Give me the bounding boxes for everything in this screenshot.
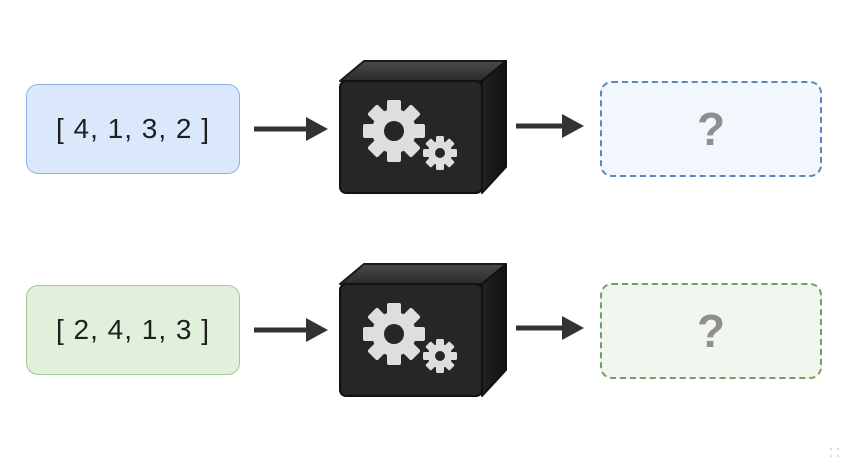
output-unknown-box-2: ? [600, 283, 822, 379]
resize-grip-icon [830, 448, 839, 457]
input-array-text-1: [ 4, 1, 3, 2 ] [55, 113, 211, 144]
black-box-gear-icon [339, 263, 507, 397]
question-mark-2: ? [696, 305, 726, 357]
input-array-box-2: [ 2, 4, 1, 3 ] [26, 285, 240, 375]
question-mark-1: ? [696, 103, 726, 155]
arrow-right-icon [254, 117, 328, 141]
output-unknown-box-1: ? [600, 81, 822, 177]
black-box-gear-icon [339, 60, 507, 194]
input-array-text-2: [ 2, 4, 1, 3 ] [55, 314, 211, 345]
arrow-right-icon [254, 318, 328, 342]
arrow-right-icon [516, 114, 584, 138]
arrow-right-icon [516, 316, 584, 340]
input-array-box-1: [ 4, 1, 3, 2 ] [26, 84, 240, 174]
